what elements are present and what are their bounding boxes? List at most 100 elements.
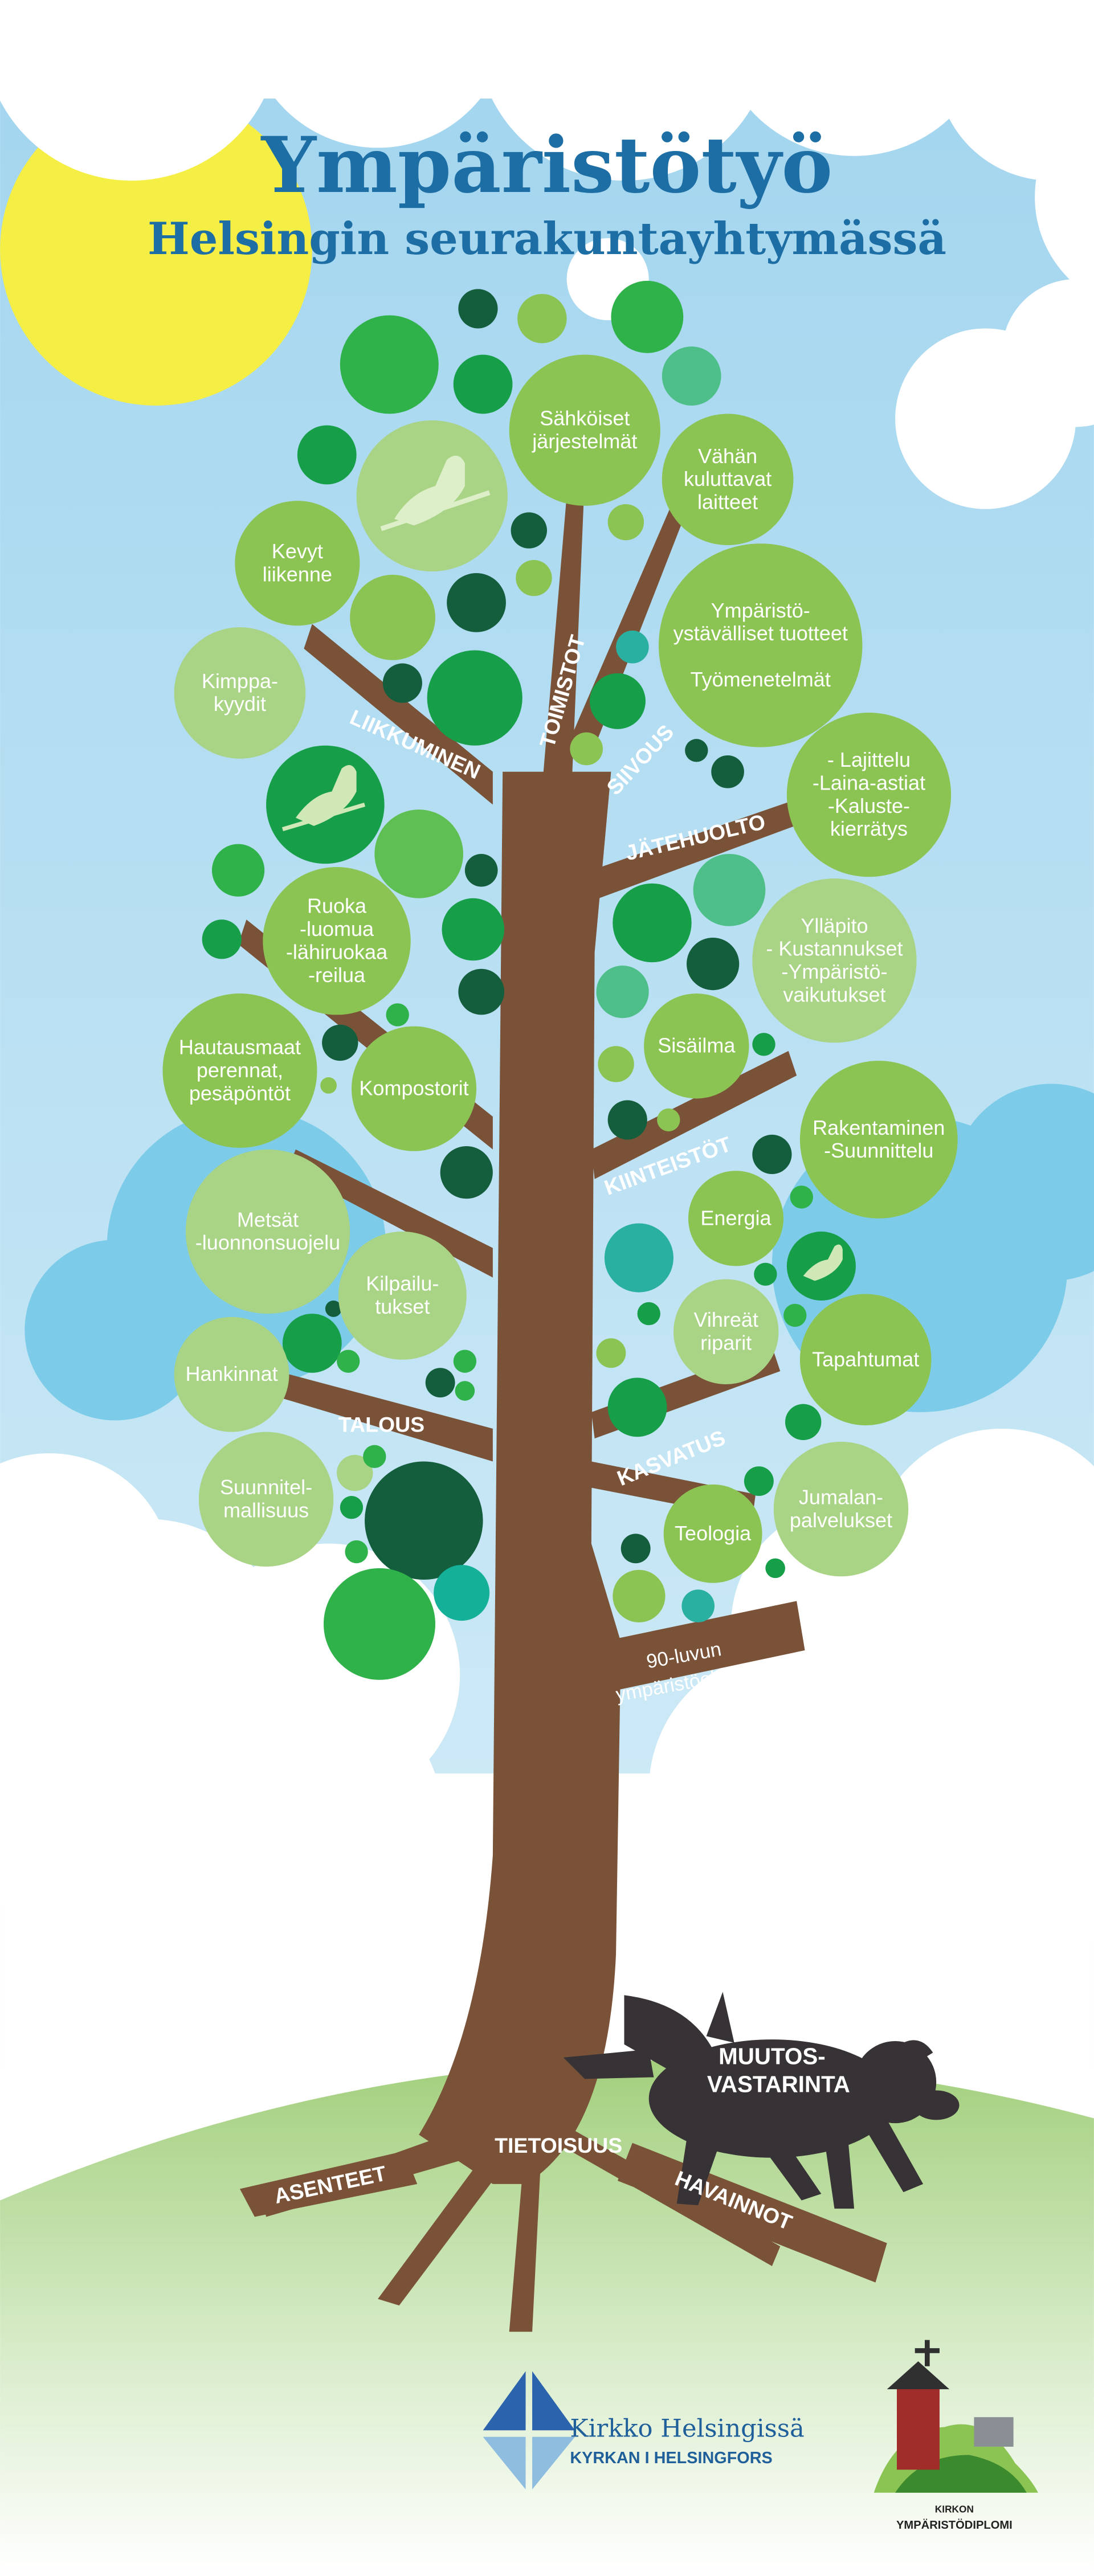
root-label-vastarinta: VASTARINTA (707, 2071, 850, 2097)
asenteet-ribbon (239, 2151, 418, 2217)
leaf-circle (673, 1279, 779, 1385)
leaf-sisailma: Sisäilma (644, 993, 749, 1099)
leaf-label: Kompostorit (359, 1077, 468, 1100)
leaf-circle (162, 993, 317, 1148)
leaf-label: Kevyt (272, 539, 323, 563)
leaf-label: kuluttavat (684, 467, 771, 490)
leaf-label: perennat, (197, 1058, 283, 1082)
leaf-circle (509, 354, 660, 506)
leaf-circle (644, 993, 749, 1099)
leaf-energia: Energia (688, 1171, 784, 1266)
leaf-lajittelu: - Lajittelu-Laina-astiat-Kaluste-kierrät… (786, 713, 952, 877)
leaf-metsat: Metsät-luonnonsuojelu (185, 1149, 350, 1314)
leaf-label: kierrätys (830, 817, 908, 840)
leaf-circle (185, 1149, 350, 1314)
leaf-label: Ruoka (307, 894, 367, 918)
leaf-label: - Lajittelu (827, 748, 911, 771)
leaf-ymparisto: Ympäristö-ystävälliset tuotteetTyömenete… (659, 543, 863, 747)
leaf-label: liikenne (263, 562, 332, 586)
bird-circle-small (786, 1231, 856, 1301)
leaf-circle (174, 1316, 289, 1432)
decorative-dots (202, 280, 822, 1680)
banner-90-ribbon (599, 1601, 805, 1692)
leaf-label: palvelukset (790, 1508, 892, 1532)
root-label-tietoisuus: TIETOISUUS (495, 2133, 622, 2157)
leaf-circle (799, 1061, 958, 1219)
leaf-label: Vihreät (693, 1308, 758, 1331)
page-subtitle: Helsingin seurakuntayhtymässä (148, 213, 946, 265)
leaf-label: Rakentaminen (813, 1116, 945, 1139)
leaf-yllapito: Ylläpito- Kustannukset-Ympäristö-vaikutu… (752, 878, 917, 1043)
leaf-label: Hankinnat (185, 1362, 277, 1385)
leaf-label: -reilua (308, 963, 366, 987)
leaf-rakentaminen: Rakentaminen-Suunnittelu (799, 1061, 958, 1219)
leaf-label: Kilpailu- (366, 1272, 439, 1295)
leaf-label: Jumalan- (799, 1485, 883, 1508)
leaf-jumalanpalvelukset: Jumalan-palvelukset (773, 1441, 909, 1577)
leaf-label: laitteet (697, 490, 758, 514)
leaf-label: Teologia (675, 1522, 752, 1545)
leaf-kimppa: Kimppa-kyydit (174, 627, 306, 759)
leaf-circle (752, 878, 917, 1043)
leaf-circle (351, 1026, 477, 1151)
diplomi-line1: KIRKON (935, 2503, 974, 2514)
leaf-label: Sähköiset (540, 407, 630, 430)
leaf-circle (662, 414, 794, 546)
leaf-circle (198, 1432, 334, 1567)
leaf-label: Ylläpito (801, 914, 868, 937)
leaf-label: -luonnonsuojelu (195, 1231, 340, 1254)
leaf-label: -Laina-astiat (813, 771, 925, 795)
leaf-circle (338, 1231, 467, 1360)
bird-icon (803, 1244, 843, 1281)
leaf-circle (659, 543, 863, 747)
bird-circle-mid (266, 745, 385, 864)
leaf-label: mallisuus (223, 1499, 309, 1522)
leaf-tapahtumat: Tapahtumat (799, 1294, 932, 1426)
leaf-label: -lähiruokaa (286, 940, 388, 963)
leaf-suunnittelmallisuus: Suunnitel-mallisuus (198, 1432, 334, 1567)
leaf-label: Sisäilma (658, 1034, 736, 1057)
leaf-label: - Kustannukset (766, 937, 903, 960)
leaf-label: Vähän (698, 444, 757, 468)
leaf-label: kyydit (214, 692, 266, 715)
leaf-circle (786, 713, 952, 877)
branch-label-talous: TALOUS (338, 1413, 424, 1437)
leaf-label: -Suunnittelu (824, 1139, 933, 1162)
leaf-ruoka: Ruoka-luomua-lähiruokaa-reilua (263, 867, 411, 1015)
kirkko-name: Kirkko Helsingissä (570, 2415, 804, 2443)
leaf-circle (773, 1441, 909, 1577)
leaf-label: Hautausmaat (179, 1036, 301, 1059)
leaf-label: -luomua (300, 917, 374, 941)
leaf-hankinnat: Hankinnat (174, 1316, 289, 1432)
title-block: Ympäristötyö Helsingin seurakuntayhtymäs… (0, 120, 1094, 268)
leaf-label: Työmenetelmät (691, 668, 831, 691)
sun (0, 93, 312, 406)
leaf-label: tukset (375, 1295, 430, 1318)
ymparistodiplomi-logo: KIRKON YMPÄRISTÖDIPLOMI (873, 2340, 1038, 2532)
bird-circle-top (356, 420, 508, 572)
leaf-label: ystävälliset tuotteet (673, 621, 848, 645)
leaf-label: -Ympäristö- (781, 960, 887, 983)
leaf-label: vaikutukset (783, 983, 885, 1006)
leaf-label: pesäpöntöt (189, 1081, 291, 1105)
leaf-circle (263, 867, 411, 1015)
diplomi-line2: YMPÄRISTÖDIPLOMI (896, 2518, 1013, 2532)
bird-icon (394, 455, 465, 526)
leaf-circles: SähköisetjärjestelmätVähänkuluttavatlait… (162, 354, 958, 1583)
leaf-label: Ympäristö- (711, 599, 810, 622)
leaf-circle (663, 1484, 762, 1583)
leaf-circle (235, 501, 360, 626)
leaf-label: Kimppa- (202, 669, 278, 693)
leaf-label: -Kaluste- (828, 794, 910, 817)
bird-icon (295, 765, 357, 826)
leaf-label: Suunnitel- (220, 1475, 312, 1499)
kirkko-sub: KYRKAN I HELSINGFORS (570, 2449, 772, 2467)
page-title: Ympäristötyö (261, 120, 833, 210)
root-label-muutos: MUUTOS- (719, 2043, 826, 2069)
